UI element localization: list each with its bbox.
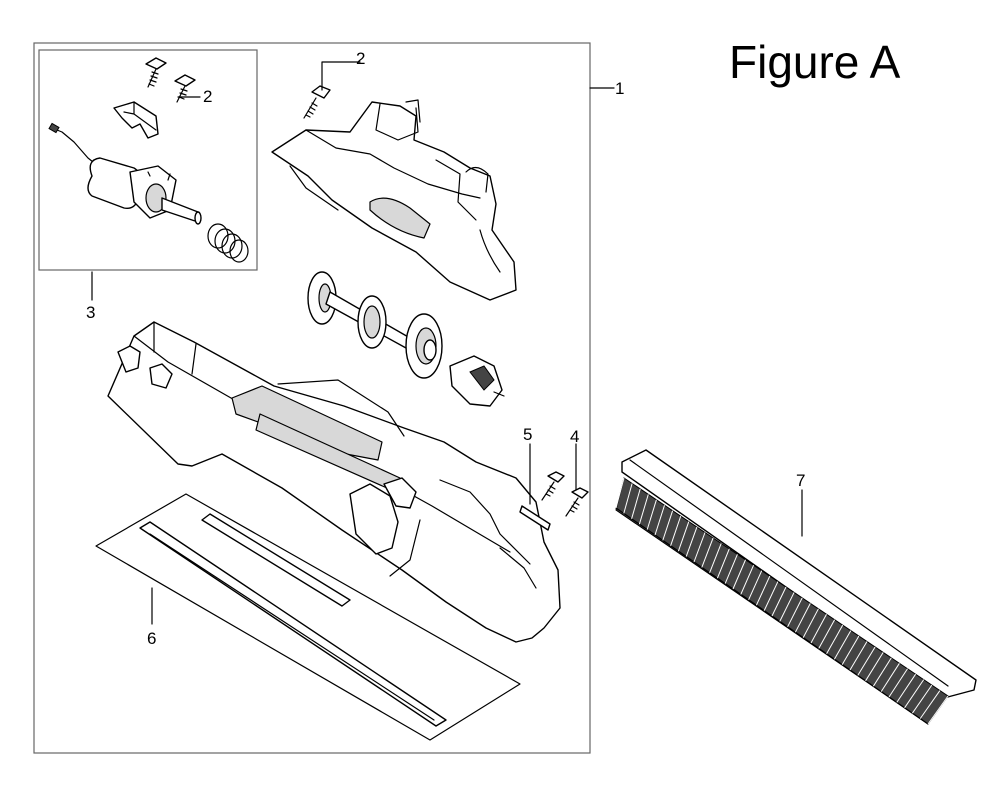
screw-top-right [174, 74, 196, 103]
filter-pleat [732, 559, 746, 590]
callout-2-upper: 2 [356, 49, 365, 68]
filter-pleat [693, 532, 706, 563]
filter-pleat [638, 494, 649, 525]
clip-5 [519, 505, 551, 531]
roller-assembly [307, 271, 505, 407]
callout-2-subassembly: 2 [203, 87, 212, 106]
filter-pleat [787, 597, 803, 628]
filter-pleat [748, 570, 763, 601]
filter-pleat [654, 505, 665, 536]
filter-pleat [724, 554, 738, 584]
screw-4 [565, 487, 589, 517]
filter-pleat [919, 690, 941, 719]
filter-pleat [849, 641, 868, 671]
filter-pleat [826, 624, 844, 655]
filter-pleat [716, 548, 730, 579]
filter-pleat [911, 684, 933, 714]
filter-pleat [888, 668, 908, 698]
callout-6: 6 [147, 629, 156, 648]
callout-1: 1 [615, 79, 624, 98]
filter-pleat [763, 581, 779, 611]
filter-pleat [896, 673, 917, 703]
filter-pleat [872, 657, 892, 687]
filter-pleat [771, 586, 787, 617]
filter-pleat [818, 619, 836, 649]
main-housing [107, 321, 561, 643]
filter-pleat [615, 477, 625, 509]
upper-housing [271, 99, 517, 301]
filter-pleat [685, 526, 698, 557]
motor-actuator [48, 122, 202, 225]
filter-pleat [709, 543, 722, 573]
screw-top-left [145, 57, 167, 88]
filter-pleat [857, 646, 876, 676]
callout-7: 7 [796, 471, 805, 490]
filter-pleat [794, 603, 811, 633]
filter-pleat [927, 695, 949, 725]
filter-pleat [701, 537, 714, 568]
callout-5: 5 [523, 425, 532, 444]
filter-pleat [779, 592, 795, 622]
filter-pleat [670, 515, 682, 546]
filter-pleat [677, 521, 690, 552]
callout-3: 3 [86, 303, 95, 322]
screw-upper-housing [303, 85, 331, 119]
seal-kit [95, 493, 521, 741]
filter-pleat [865, 652, 884, 682]
filter-pleats [615, 477, 949, 725]
filter-pleat [755, 575, 771, 606]
screw-5 [541, 471, 565, 501]
filter-pleat [740, 564, 755, 595]
filter-pleat [646, 499, 657, 530]
filter-pleat [662, 510, 674, 541]
filter-pleat [810, 614, 827, 644]
filter-pleat [904, 679, 925, 709]
callout-4: 4 [570, 427, 579, 446]
assembly-frame [33, 42, 591, 754]
filter-pleat [833, 630, 852, 660]
figure-title: Figure A [729, 36, 901, 88]
filter-pleat [631, 488, 641, 519]
spring [207, 223, 249, 263]
filter-pleat [841, 635, 860, 665]
filter-pleat [802, 608, 819, 638]
leader-lines [91, 61, 803, 625]
motor-bracket [113, 101, 159, 139]
filter-pleat [880, 663, 900, 692]
filter-pleat [623, 483, 633, 514]
subassembly-frame [38, 49, 258, 271]
